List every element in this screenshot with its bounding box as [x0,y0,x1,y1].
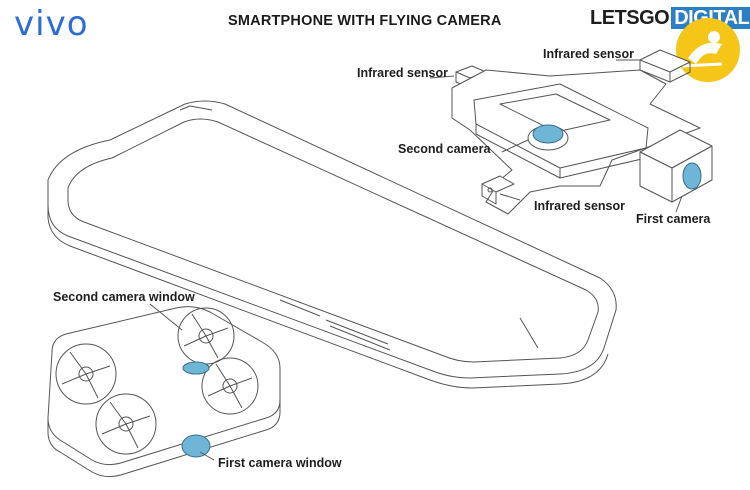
label-first-camera-window: First camera window [218,456,342,470]
label-second-camera-window: Second camera window [53,290,195,304]
leader-lines [149,59,683,461]
second-camera-window-lens [182,361,210,375]
label-first-camera: First camera [636,212,711,226]
brand-badge-icon [676,18,740,82]
rotor-front-left [55,343,117,405]
first-camera-window-lens [181,434,211,458]
page-title: SMARTPHONE WITH FLYING CAMERA [228,13,502,29]
rotor-rear-left [95,393,157,455]
rotor-front-right [201,357,259,415]
drone-drawing [47,306,281,478]
smartphone-drawing [47,100,617,389]
label-infrared-sensor-left: Infrared sensor [357,66,449,80]
camera-module-drawing [451,49,713,215]
label-infrared-sensor-bottom: Infrared sensor [534,199,626,213]
brand-part1: LETSGO [590,7,670,29]
vivo-logo: vivo [14,4,89,44]
label-second-camera: Second camera [398,142,491,156]
label-infrared-sensor-top: Infrared sensor [543,47,635,61]
